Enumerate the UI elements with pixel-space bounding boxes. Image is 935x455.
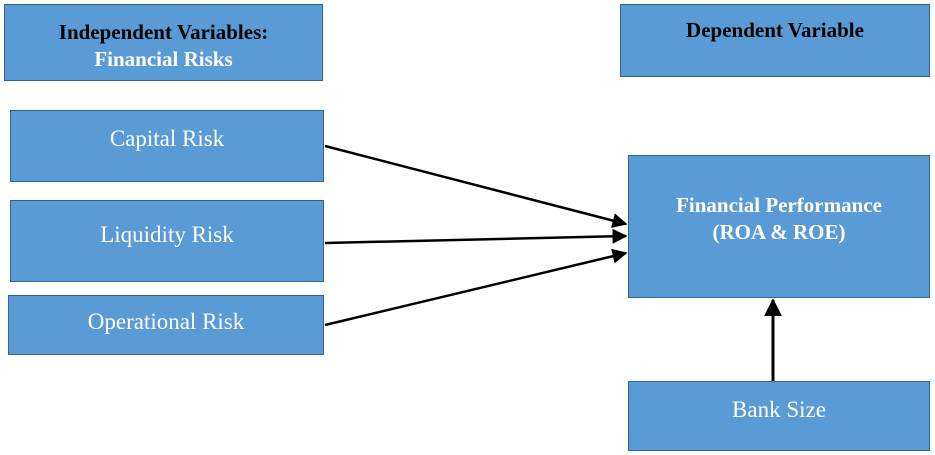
liquidity-risk-label: Liquidity Risk [100, 222, 234, 247]
operational-risk-label: Operational Risk [87, 309, 245, 334]
bank-size-label: Bank Size [732, 397, 826, 422]
financial-performance-title: Financial Performance [676, 193, 882, 217]
operational-to-performance-arrow [324, 248, 628, 327]
independent-variables-title: Independent Variables: [58, 20, 269, 44]
liquidity-risk-box: Liquidity Risk [10, 200, 324, 282]
financial-performance-box: Financial Performance (ROA & ROE) [628, 155, 930, 298]
dependent-variable-header: Dependent Variable [620, 4, 930, 77]
independent-variables-header: Independent Variables: Financial Risks [4, 4, 323, 81]
capital-risk-label: Capital Risk [109, 126, 225, 151]
roa-roe-label: (ROA & ROE) [712, 220, 846, 245]
bank-size-box: Bank Size [628, 381, 930, 451]
dependent-variable-title: Dependent Variable [686, 18, 864, 42]
financial-risks-subtitle: Financial Risks [94, 47, 233, 72]
capital-to-performance-arrow [324, 144, 628, 228]
liquidity-to-performance-arrow [324, 228, 628, 245]
capital-risk-box: Capital Risk [10, 110, 324, 182]
operational-risk-box: Operational Risk [8, 295, 324, 355]
